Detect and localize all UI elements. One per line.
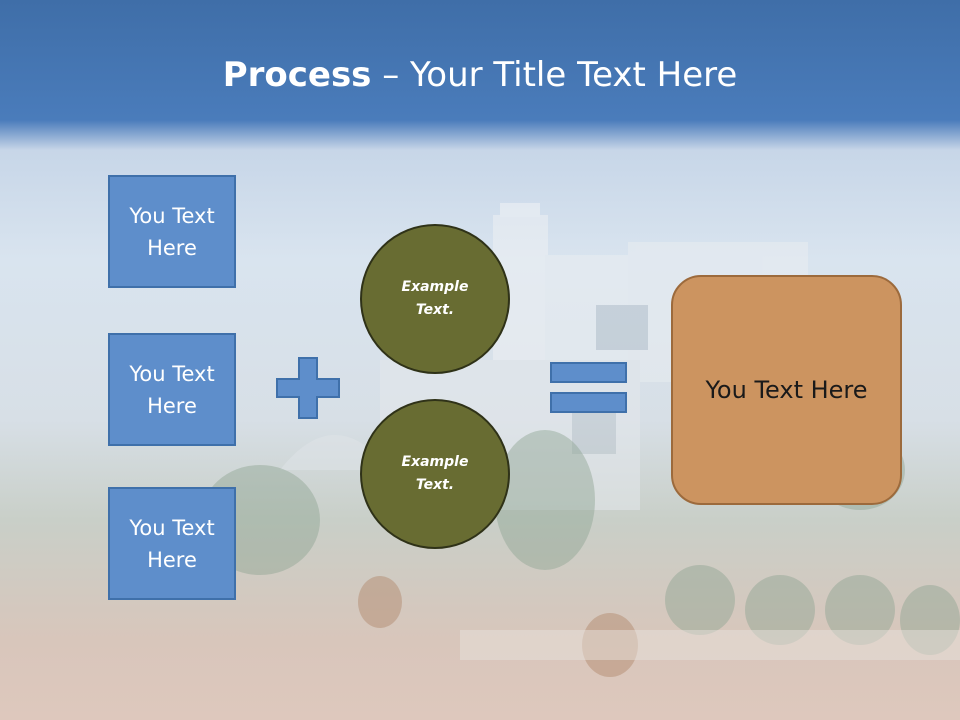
circle-2-line2: Text. — [415, 477, 455, 493]
equals-bar-top — [550, 362, 627, 383]
left-box-2-line2: Here — [147, 393, 197, 418]
slide-title: Process – Your Title Text Here — [0, 50, 960, 100]
left-box-2-line1: You Text — [129, 361, 215, 386]
result-box: You Text Here — [671, 275, 902, 505]
plus-icon — [276, 357, 340, 419]
left-box-1-line2: Here — [147, 235, 197, 260]
result-box-label: You Text Here — [705, 376, 868, 404]
left-box-1-line1: You Text — [129, 203, 215, 228]
left-box-3-line1: You Text — [129, 515, 215, 540]
circle-1-line2: Text. — [415, 302, 455, 318]
circle-2-line1: Example — [401, 454, 469, 470]
circle-1-line1: Example — [401, 279, 469, 295]
equals-bar-bottom — [550, 392, 627, 413]
left-box-3-line2: Here — [147, 547, 197, 572]
title-rest: – Your Title Text Here — [371, 55, 738, 95]
title-bold: Process — [222, 55, 372, 95]
